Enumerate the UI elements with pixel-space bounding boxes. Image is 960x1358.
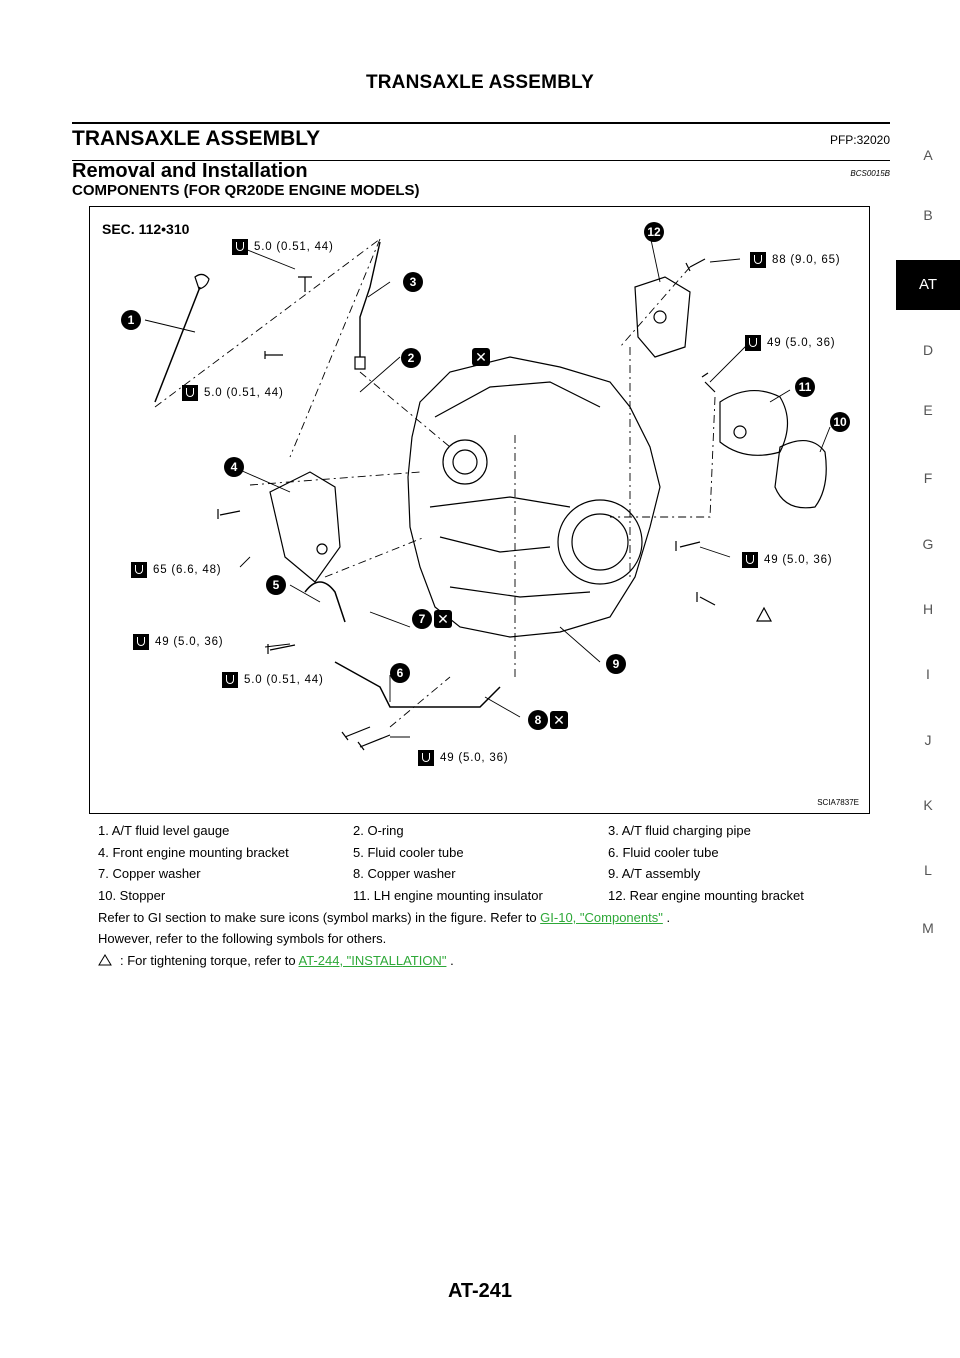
legend-item: 9. A/T assembly [608, 866, 701, 882]
callout-6: 6 [390, 663, 410, 683]
page-number: AT-241 [447, 1280, 513, 1302]
installation-link[interactable]: AT-244, "INSTALLATION" [298, 953, 447, 968]
callout-7: 7 [412, 609, 432, 629]
legend-item: 2. O-ring [353, 823, 404, 839]
triangle-icon [98, 954, 112, 966]
torque-label: 49 (5.0, 36) [418, 750, 508, 766]
callout-8: 8 [528, 710, 548, 730]
side-index-e[interactable]: E [923, 402, 933, 418]
section-rule [72, 160, 890, 161]
side-index-at[interactable]: AT [896, 260, 960, 310]
side-index-i[interactable]: I [926, 666, 930, 682]
legend-item: 6. Fluid cooler tube [608, 844, 719, 860]
torque-wrench-icon [232, 239, 248, 255]
side-index-l[interactable]: L [924, 862, 932, 878]
torque-label: 49 (5.0, 36) [742, 552, 832, 568]
legend-item: 8. Copper washer [353, 866, 456, 882]
replace-x-icon: ✕ [550, 711, 568, 729]
components-title: COMPONENTS (FOR QR20DE ENGINE MODELS) [72, 182, 420, 199]
side-index-k[interactable]: K [923, 797, 933, 813]
side-index-f[interactable]: F [923, 470, 933, 486]
however-note: However, refer to the following symbols … [98, 931, 387, 946]
figure-code: SCIA7837E [817, 798, 859, 807]
torque-label: 65 (6.6, 48) [131, 562, 221, 578]
torque-label: 88 (9.0, 65) [750, 252, 840, 268]
torque-wrench-icon [750, 252, 766, 268]
legend-item: 12. Rear engine mounting bracket [608, 887, 804, 903]
replace-x-icon: ✕ [472, 348, 490, 366]
torque-note: : For tightening torque, refer to AT-244… [98, 953, 454, 968]
legend-row: 7. Copper washer 8. Copper washer 9. A/T… [98, 863, 888, 885]
side-index-d[interactable]: D [922, 342, 934, 358]
subsection-title: Removal and Installation [72, 160, 308, 182]
torque-label: 5.0 (0.51, 44) [182, 385, 284, 401]
bcs-code: BCS0015B [850, 169, 890, 178]
figure-sec-label: SEC. 112•310 [102, 221, 190, 237]
torque-wrench-icon [133, 634, 149, 650]
refer-note: Refer to GI section to make sure icons (… [98, 910, 671, 925]
callout-3: 3 [403, 272, 423, 292]
legend-item: 1. A/T fluid level gauge [98, 823, 230, 839]
side-index-h[interactable]: H [922, 601, 934, 617]
legend-row: 4. Front engine mounting bracket 5. Flui… [98, 842, 888, 864]
torque-wrench-icon [742, 552, 758, 568]
legend-item: 4. Front engine mounting bracket [98, 844, 289, 860]
side-index-m[interactable]: M [922, 920, 934, 936]
legend-row: 10. Stopper 11. LH engine mounting insul… [98, 885, 888, 907]
callout-2: 2 [401, 348, 421, 368]
pfp-code: PFP:32020 [829, 133, 890, 147]
callout-9: 9 [606, 654, 626, 674]
callout-10: 10 [830, 412, 850, 432]
torque-wrench-icon [745, 335, 761, 351]
legend-item: 3. A/T fluid charging pipe [608, 823, 751, 839]
parts-legend: 1. A/T fluid level gauge 2. O-ring 3. A/… [98, 820, 888, 906]
callout-11: 11 [795, 377, 815, 397]
callout-5: 5 [266, 575, 286, 595]
transaxle-illustration [144, 234, 831, 751]
legend-item: 11. LH engine mounting insulator [353, 887, 543, 903]
torque-wrench-icon [131, 562, 147, 578]
legend-row: 1. A/T fluid level gauge 2. O-ring 3. A/… [98, 820, 888, 842]
legend-item: 5. Fluid cooler tube [353, 844, 464, 860]
side-index-a[interactable]: A [923, 147, 933, 163]
torque-label: 5.0 (0.51, 44) [232, 239, 334, 255]
torque-wrench-icon [222, 672, 238, 688]
replace-x-icon: ✕ [434, 610, 452, 628]
torque-label: 49 (5.0, 36) [745, 335, 835, 351]
legend-item: 10. Stopper [98, 887, 166, 903]
torque-label: 5.0 (0.51, 44) [222, 672, 324, 688]
callout-1: 1 [121, 310, 141, 330]
callout-12: 12 [644, 222, 664, 242]
torque-wrench-icon [182, 385, 198, 401]
callout-4: 4 [224, 457, 244, 477]
side-index-b[interactable]: B [923, 207, 933, 223]
gi-components-link[interactable]: GI-10, "Components" [540, 910, 663, 925]
side-index-j[interactable]: J [924, 732, 932, 748]
section-title: TRANSAXLE ASSEMBLY [72, 127, 321, 150]
torque-label: 49 (5.0, 36) [133, 634, 223, 650]
components-figure: SEC. 112•310 5.0 (0.51, 44) 5.0 (0.51, 4… [89, 206, 870, 814]
header-rule [72, 122, 890, 124]
torque-wrench-icon [418, 750, 434, 766]
side-index: A B AT D E F G H I J K L M [896, 0, 960, 1358]
legend-item: 7. Copper washer [98, 866, 201, 882]
page-header-title: TRANSAXLE ASSEMBLY [365, 72, 595, 93]
side-index-g[interactable]: G [922, 536, 934, 552]
